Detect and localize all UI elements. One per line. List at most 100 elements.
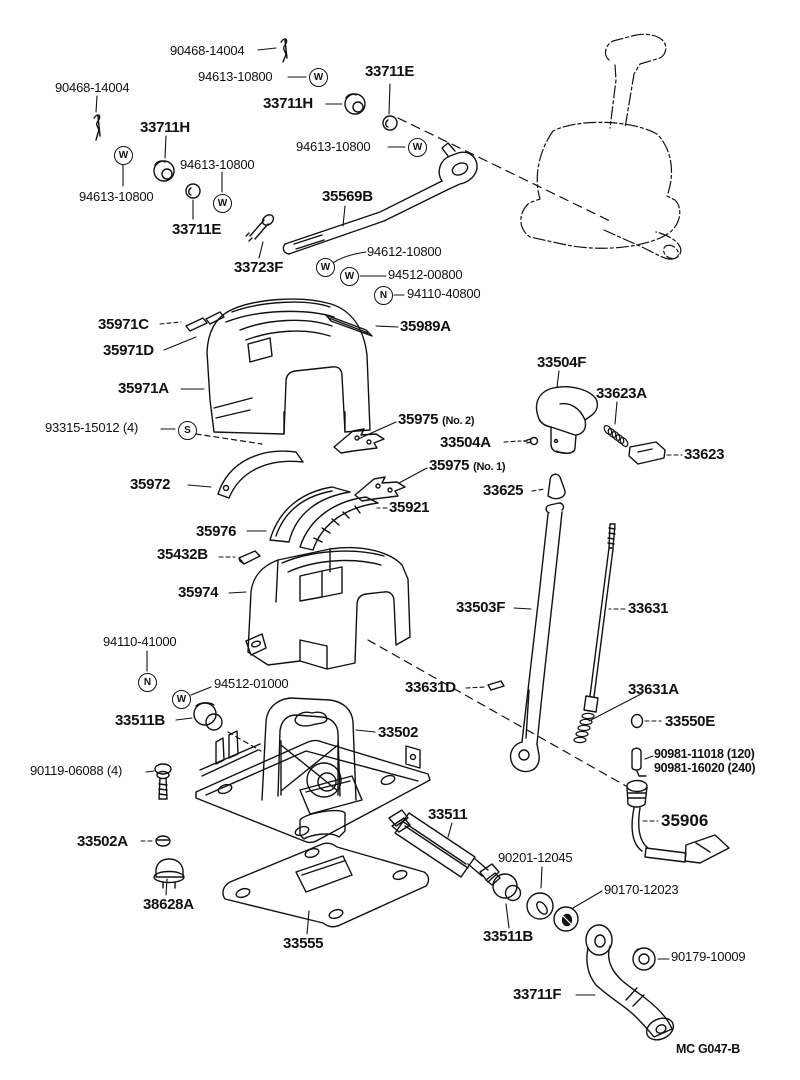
screw-marker: S — [178, 421, 197, 440]
washer-90201-12045 — [526, 892, 554, 920]
part-label-33631A: 33631A — [628, 681, 679, 698]
phantom-lines — [195, 117, 627, 787]
marker-letter: W — [118, 150, 129, 161]
bulb-90981 — [631, 747, 647, 777]
nut-marker: N — [138, 673, 157, 692]
nut-90179-10009 — [632, 947, 656, 971]
housing-35971A — [206, 298, 371, 435]
ring-33550E — [630, 713, 644, 729]
washer-marker: W — [309, 68, 328, 87]
clip-33502A — [155, 835, 171, 847]
part-number: 35975 — [429, 457, 470, 474]
part-label-90981-16020: 90981-16020 (240) — [654, 761, 756, 775]
cotter-pin-top — [280, 38, 288, 63]
part-label-35976: 35976 — [196, 523, 237, 540]
pin-33631D — [487, 680, 505, 691]
rod-35569B — [282, 142, 478, 255]
strip-35989A — [325, 314, 373, 337]
lever-33711F — [585, 924, 675, 1041]
bushing-33511B-bottom — [492, 873, 522, 902]
washer-marker: W — [213, 194, 232, 213]
part-label-90179-10009: 90179-10009 — [671, 949, 746, 964]
washer-marker: W — [172, 690, 191, 709]
leader-lines — [95, 47, 670, 996]
marker-letter: W — [176, 694, 187, 705]
marker-letter: N — [379, 290, 388, 301]
part-label-35974: 35974 — [178, 584, 219, 601]
part-label-33631D: 33631D — [405, 679, 456, 696]
part-label-33504F: 33504F — [537, 354, 587, 371]
marker-letter: S — [184, 425, 191, 436]
part-label-33711F: 33711F — [513, 986, 562, 1003]
part-label-35971D: 35971D — [103, 342, 154, 359]
shift-lever-assembly — [520, 33, 682, 260]
clips-35971C-35971D — [185, 311, 225, 332]
cap-33625 — [547, 473, 566, 500]
part-label-94613-10800-top: 94613-10800 — [198, 69, 273, 84]
spacer-35432B — [238, 550, 261, 565]
part-label-33511B-top: 33511B — [115, 712, 165, 729]
bolt-33723F — [245, 214, 275, 242]
part-label-38628A: 38628A — [143, 896, 194, 913]
part-label-33623: 33623 — [684, 446, 725, 463]
part-label-94512-01000: 94512-01000 — [214, 676, 289, 691]
part-label-33511B-bottom: 33511B — [483, 928, 533, 945]
part-label-94110-40800: 94110-40800 — [407, 286, 481, 301]
part-label-33711H-left: 33711H — [140, 119, 190, 136]
part-label-33550E: 33550E — [665, 713, 715, 730]
part-label-35975-no2: 35975 (No. 2) — [398, 412, 475, 427]
rod-33631 — [583, 523, 616, 713]
part-label-33502A: 33502A — [77, 833, 128, 850]
marker-letter: W — [217, 198, 228, 209]
washer-marker: W — [340, 267, 359, 286]
damper-33511 — [388, 809, 501, 886]
part-label-94110-41000: 94110-41000 — [103, 634, 177, 649]
bushing-33511B-top — [193, 702, 223, 731]
nut-90170-12023 — [553, 906, 579, 932]
screw-33504A — [523, 436, 539, 446]
part-label-35432B: 35432B — [157, 546, 208, 563]
part-label-90981-11018: 90981-11018 (120) — [654, 747, 755, 761]
part-label-33503F: 33503F — [456, 599, 506, 616]
bolt-90119-06088 — [154, 763, 172, 800]
dashed-leader-lines — [140, 321, 683, 842]
part-label-35971A: 35971A — [118, 380, 169, 397]
part-label-94512-00800: 94512-00800 — [388, 267, 463, 282]
part-label-33631: 33631 — [628, 600, 669, 617]
bracket-33502 — [195, 697, 431, 844]
part-label-35972: 35972 — [130, 476, 171, 493]
marker-letter: W — [313, 72, 324, 83]
washer-marker: W — [408, 138, 427, 157]
marker-letter: W — [412, 142, 423, 153]
part-label-33723F: 33723F — [234, 259, 284, 276]
part-label-90170-12023: 90170-12023 — [604, 882, 679, 897]
arc-plate-35972 — [217, 450, 304, 499]
part-label-33711E-left: 33711E — [172, 221, 222, 238]
part-label-33555: 33555 — [283, 935, 324, 952]
part-label-90468-14004-top: 90468-14004 — [170, 43, 245, 58]
part-label-35906: 35906 — [661, 811, 709, 830]
part-label-94613-10800-mid: 94613-10800 — [180, 157, 255, 172]
part-label-35975-no1: 35975 (No. 1) — [429, 457, 506, 474]
band-35976 — [269, 486, 351, 543]
part-label-33625: 33625 — [483, 482, 524, 499]
part-label-33623A: 33623A — [596, 385, 647, 402]
part-label-35569B: 35569B — [322, 188, 373, 205]
nut-marker: N — [374, 286, 393, 305]
part-label-90201-12045: 90201-12045 — [498, 850, 573, 865]
part-label-35989A: 35989A — [400, 318, 451, 335]
part-label-93315-15012: 93315-15012 (4) — [45, 420, 139, 435]
part-number-suffix: (No. 2) — [442, 415, 475, 427]
washer-marker: W — [316, 258, 335, 277]
housing-35974 — [245, 546, 411, 670]
drawing-code: MC G047-B — [676, 1042, 740, 1056]
grommet-33711H-right — [344, 93, 366, 115]
lever-33623 — [628, 441, 666, 465]
indicator-plate-35921 — [299, 496, 379, 551]
part-label-33502: 33502 — [378, 724, 419, 741]
part-label-94613-10800-right: 94613-10800 — [296, 139, 371, 154]
part-label-35971C: 35971C — [98, 316, 149, 333]
part-label-94612-10800: 94612-10800 — [367, 244, 442, 259]
